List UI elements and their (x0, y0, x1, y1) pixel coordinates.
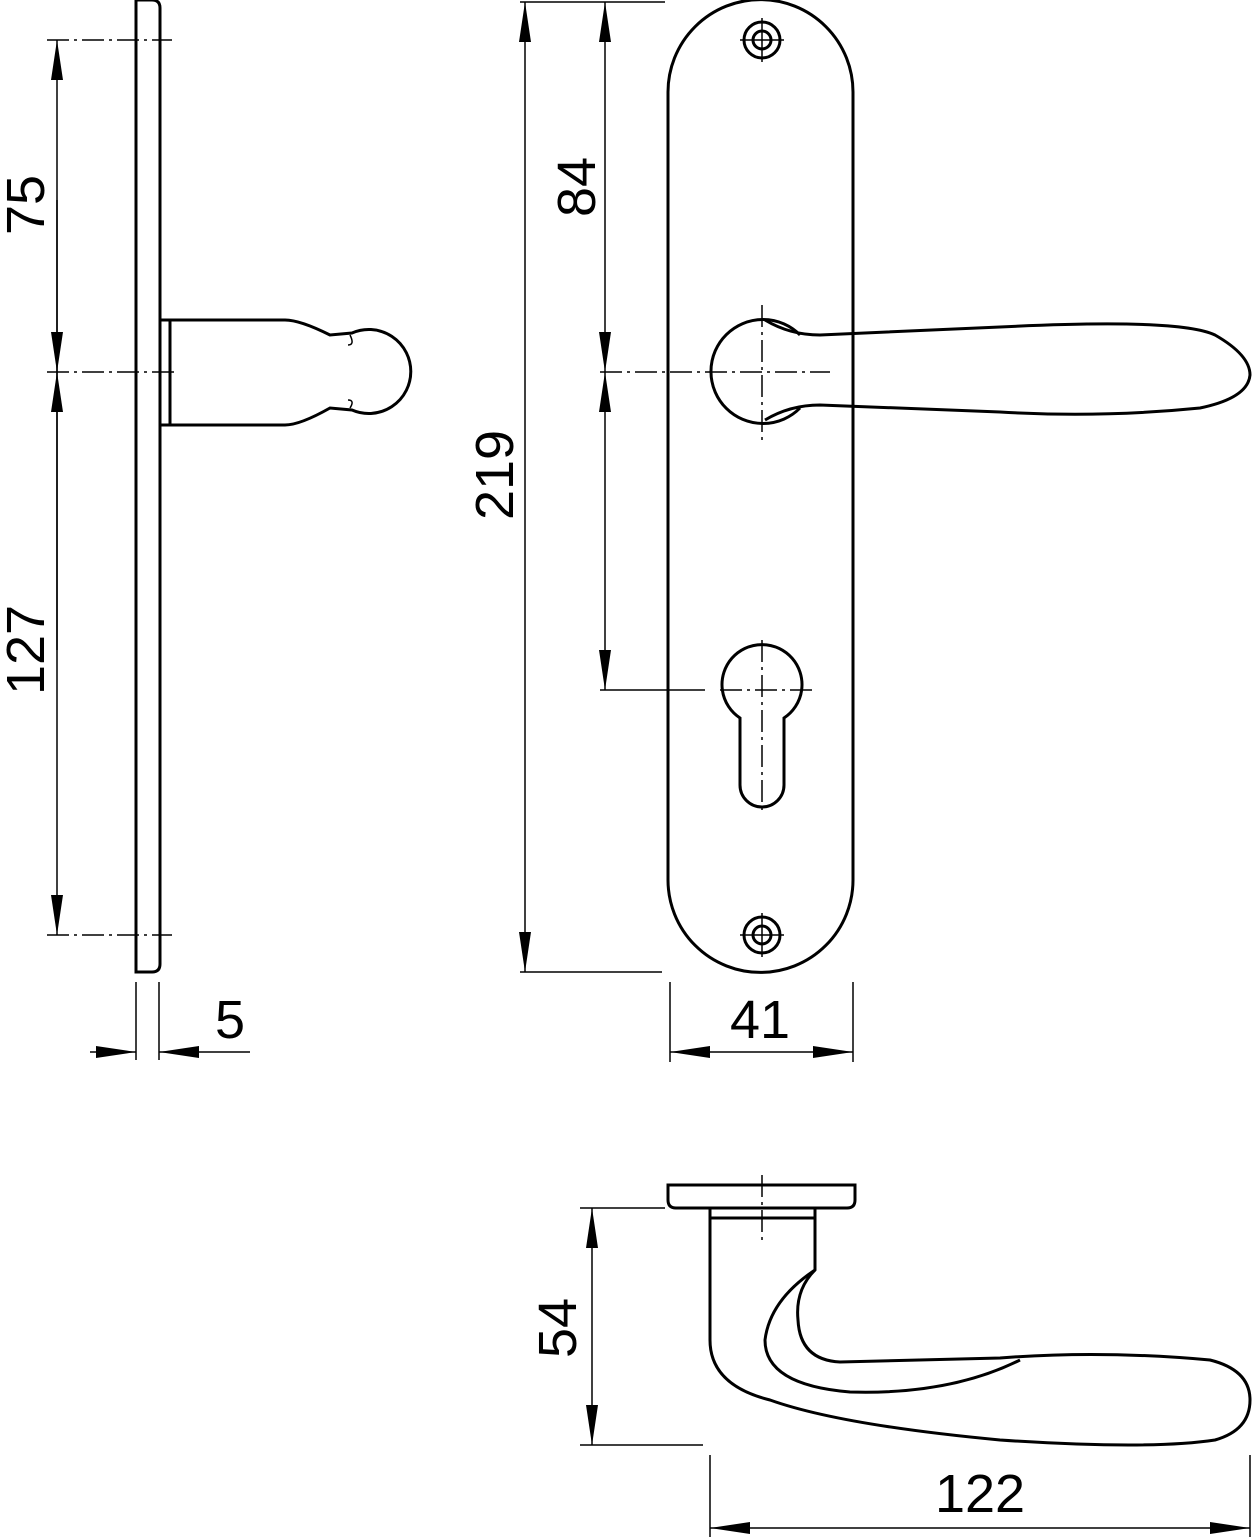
dim-122: 122 (935, 1464, 1025, 1524)
dim-41: 41 (730, 990, 790, 1050)
screw-bottom (740, 913, 784, 957)
dim-84: 84 (547, 157, 607, 217)
dim-219: 219 (465, 430, 525, 520)
dim-127: 127 (0, 605, 56, 695)
plate-side (134, 0, 162, 974)
rose-top (666, 1183, 857, 1210)
dim-75: 75 (0, 175, 56, 235)
dim-5: 5 (215, 990, 245, 1050)
plate-front (666, 0, 855, 974)
dim-54: 54 (528, 1298, 588, 1358)
keyhole (720, 640, 812, 810)
lever-end-side (170, 318, 413, 427)
side-view: 75 127 5 (0, 0, 413, 1060)
front-view: 219 84 41 (465, 0, 1252, 1062)
screw-top (740, 18, 784, 62)
top-view: 54 122 (528, 1175, 1252, 1537)
lever-front (764, 318, 1252, 422)
lever-top (708, 1208, 1252, 1447)
